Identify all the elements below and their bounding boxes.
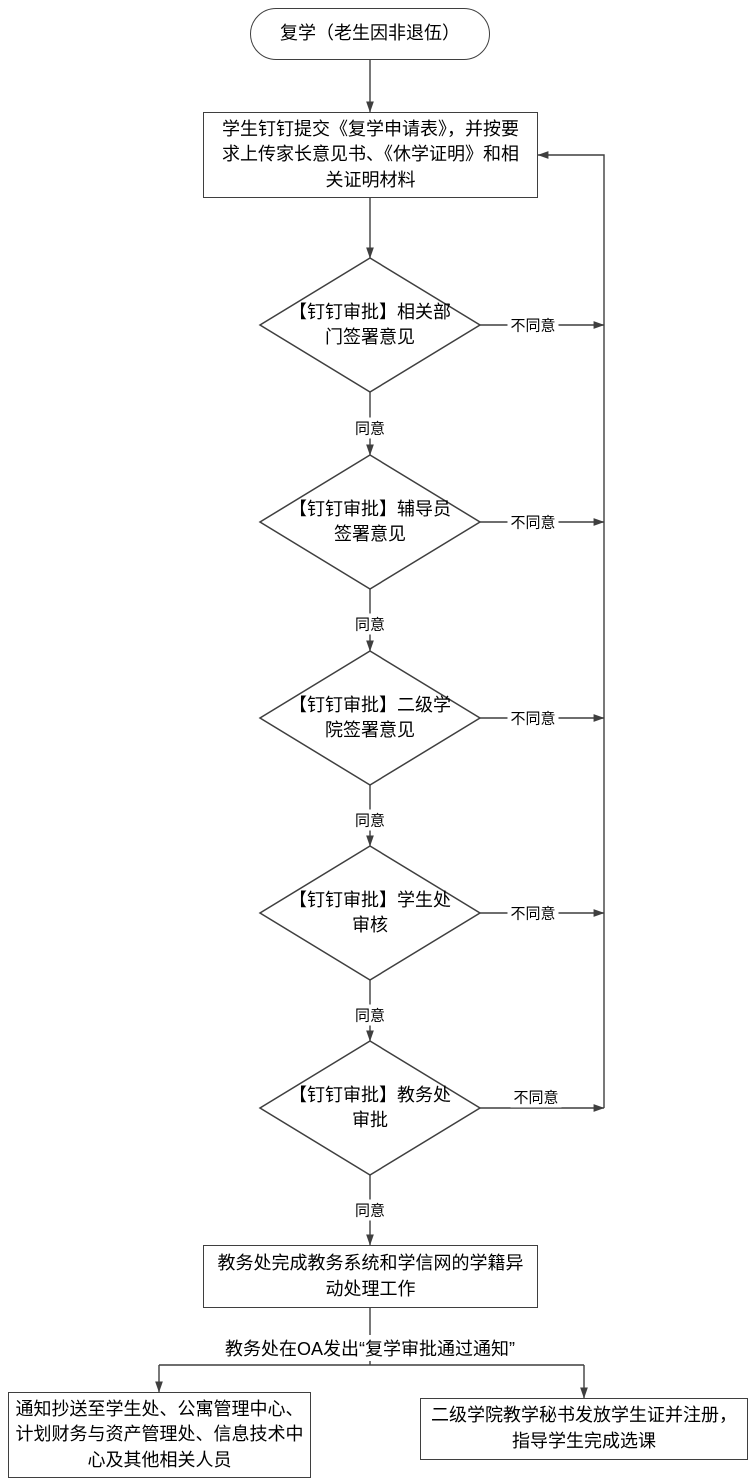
- decision-1-label: 【钉钉审批】相关部门签署意见: [289, 302, 451, 347]
- agree-label-1: 同意: [351, 417, 389, 439]
- process-node-label: 教务处完成教务系统和学信网的学籍异动处理工作: [217, 1252, 524, 1299]
- decision-3-label: 【钉钉审批】二级学院签署意见: [289, 695, 451, 740]
- decision-diamond-3: [258, 650, 482, 786]
- submit-node-label: 学生钉钉提交《复学申请表》，并按要求上传家长意见书、《休学证明》和相关证明材料: [222, 118, 519, 190]
- submit-node: 学生钉钉提交《复学申请表》，并按要求上传家长意见书、《休学证明》和相关证明材料: [203, 112, 538, 198]
- decision-5-label: 【钉钉审批】教务处审批: [289, 1085, 451, 1130]
- agree-label-3: 同意: [351, 809, 389, 831]
- agree-label-4: 同意: [351, 1004, 389, 1026]
- end-node-right-label: 二级学院教学秘书发放学生证并注册，指导学生完成选课: [431, 1405, 737, 1451]
- process-node: 教务处完成教务系统和学信网的学籍异动处理工作: [203, 1245, 538, 1308]
- agree-label-2: 同意: [351, 613, 389, 635]
- decision-diamond-2: [258, 454, 482, 590]
- start-node-label: 复学（老生因非退伍）: [280, 23, 460, 44]
- disagree-label-5: 不同意: [510, 1086, 562, 1108]
- disagree-label-4: 不同意: [507, 902, 559, 924]
- decision-diamond-1: [258, 257, 482, 393]
- disagree-label-1: 不同意: [507, 314, 559, 336]
- end-node-right: 二级学院教学秘书发放学生证并注册，指导学生完成选课: [420, 1398, 748, 1460]
- decision-4-label: 【钉钉审批】学生处审核: [289, 890, 451, 935]
- edge-feedback-to-submit: [537, 151, 605, 1108]
- end-node-left: 通知抄送至学生处、公寓管理中心、计划财务与资产管理处、信息技术中心及其他相关人员: [8, 1392, 311, 1478]
- agree-label-5: 同意: [351, 1199, 389, 1221]
- start-node: 复学（老生因非退伍）: [250, 8, 490, 60]
- end-node-left-label: 通知抄送至学生处、公寓管理中心、计划财务与资产管理处、信息技术中心及其他相关人员: [15, 1398, 304, 1470]
- decision-2-label: 【钉钉审批】辅导员签署意见: [289, 499, 451, 544]
- disagree-label-2: 不同意: [507, 511, 559, 533]
- decision-diamond-4: [258, 845, 482, 981]
- oa-notice-label: 教务处在OA发出“复学审批通过通知”: [221, 1335, 519, 1361]
- disagree-label-3: 不同意: [507, 707, 559, 729]
- decision-diamond-5: [258, 1040, 482, 1176]
